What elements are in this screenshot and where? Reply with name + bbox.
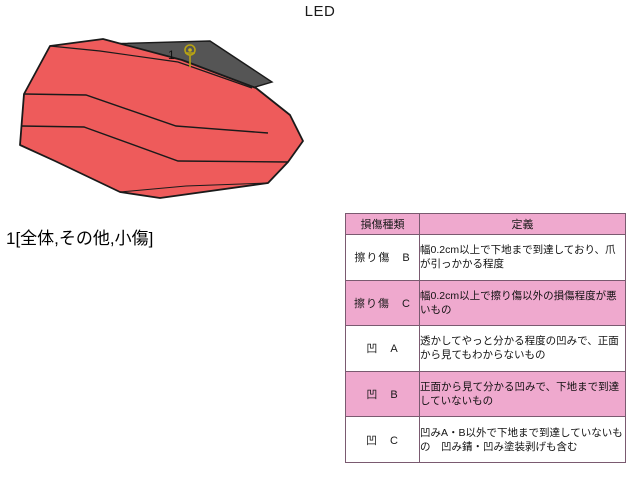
cell-damage-kind: 擦り傷 C	[345, 279, 420, 327]
cell-damage-kind: 凹 B	[345, 370, 420, 418]
table-row: 擦り傷 C 幅0.2cm以上で擦り傷以外の損傷程度が悪いもの	[345, 279, 626, 327]
lamp-seam-top-inner	[49, 45, 253, 89]
table-row: 凹 C 凹みA・B以外で下地まで到達していないもの 凹み錆・凹み塗装剥げも含む	[345, 416, 626, 463]
cell-definition: 透かしてやっと分かる程度の凹みで、正面から見てもわからないもの	[419, 325, 626, 372]
lamp-seam-upper	[23, 93, 269, 134]
table-row: 擦り傷 B 幅0.2cm以上で下地まで到達しており、爪が引っかかる程度	[345, 234, 626, 281]
cell-damage-kind: 凹 C	[345, 416, 420, 463]
table-row: 凹 B 正面から見て分かる凹みで、下地まで到達していないもの	[345, 370, 626, 418]
tail-lamp-svg	[19, 38, 304, 199]
table-row: 凹 A 透かしてやっと分かる程度の凹みで、正面から見てもわからないもの	[345, 325, 626, 372]
damage-definition-table: 損傷種類 定義 擦り傷 B 幅0.2cm以上で下地まで到達しており、爪が引っかか…	[345, 213, 626, 463]
cell-damage-kind: 凹 A	[345, 325, 420, 372]
cell-definition: 凹みA・B以外で下地まで到達していないもの 凹み錆・凹み塗装剥げも含む	[419, 416, 626, 463]
cell-definition: 幅0.2cm以上で擦り傷以外の損傷程度が悪いもの	[419, 279, 626, 327]
damage-caption: 1[全体,その他,小傷]	[6, 229, 154, 248]
damage-table-container: 損傷種類 定義 擦り傷 B 幅0.2cm以上で下地まで到達しており、爪が引っかか…	[345, 213, 626, 463]
damage-point-marker[interactable]: 1	[168, 44, 208, 70]
column-header-damage-kind: 損傷種類	[345, 213, 420, 235]
damage-point-number: 1	[168, 48, 175, 62]
cell-damage-kind: 擦り傷 B	[345, 234, 420, 281]
pushpin-icon	[184, 44, 196, 67]
tail-lamp-illustration	[0, 22, 330, 207]
cell-definition: 正面から見て分かる凹みで、下地まで到達していないもの	[419, 370, 626, 418]
column-header-definition: 定義	[419, 213, 626, 235]
lamp-body	[19, 38, 304, 199]
cell-definition: 幅0.2cm以上で下地まで到達しており、爪が引っかかる程度	[419, 234, 626, 281]
lamp-seam-lower	[119, 182, 269, 193]
page-title: LED	[304, 3, 336, 20]
table-body: 擦り傷 B 幅0.2cm以上で下地まで到達しており、爪が引っかかる程度 擦り傷 …	[345, 234, 626, 463]
table-header-row: 損傷種類 定義	[345, 213, 626, 235]
lamp-seam-middle	[20, 125, 289, 163]
